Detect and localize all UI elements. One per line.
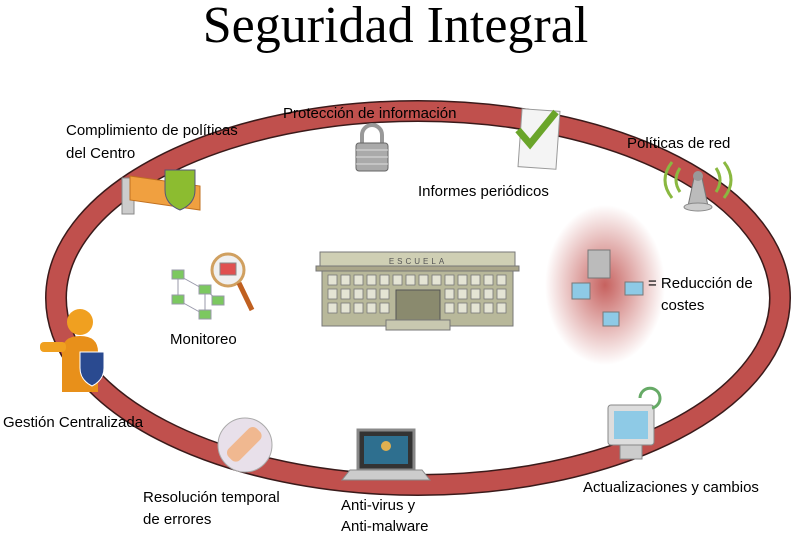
building-window [444,274,455,286]
building-window [470,274,481,286]
label-actualizaciones: Actualizaciones y cambios [583,479,759,496]
label-monitoreo: Monitoreo [170,331,237,348]
building-window [379,288,390,300]
school-building-icon: ESCUELA [315,251,520,331]
building-window [366,274,377,286]
building-window [444,288,455,300]
label-cumplimiento-2: del Centro [66,145,136,162]
building-window [327,288,338,300]
building-window [340,302,351,314]
diagram-title: Seguridad Integral [202,0,589,54]
label-reduccion-2: costes [661,297,705,314]
building-window [483,288,494,300]
building-window [418,274,429,286]
label-antivirus-1: Anti-virus y [341,497,416,514]
label-resolucion-1: Resolución temporal [143,489,280,506]
building-sign: ESCUELA [389,257,447,266]
building-window [483,302,494,314]
update-monitor-icon [607,386,662,460]
cost-glow [545,205,665,365]
building-window [353,302,364,314]
building-window [353,288,364,300]
label-reduccion-1: = Reducción de [648,275,753,292]
network-monitoring-icon [171,252,255,320]
building-window [340,274,351,286]
security-ring-fill [46,101,790,495]
barrier-shield-icon [121,169,201,215]
cost-network-icon [571,249,644,327]
building-window [444,302,455,314]
building-window [366,302,377,314]
antivirus-laptop-icon [340,428,432,481]
building-window [379,302,390,314]
building-window [457,288,468,300]
building-window [353,274,364,286]
building-window [327,274,338,286]
building-window [470,302,481,314]
label-cumplimiento-1: Complimiento de políticas [66,122,238,139]
building-window [496,302,507,314]
building-window [340,288,351,300]
building-window [379,274,390,286]
building-window [483,274,494,286]
label-politicas-red: Políticas de red [627,135,731,152]
repair-disc-icon [217,417,273,473]
building-window [392,274,403,286]
building-window [457,274,468,286]
building-window [431,274,442,286]
label-gestion: Gestión Centralizada [3,414,144,431]
building-window [366,288,377,300]
lock-icon [355,123,389,172]
building-window [496,288,507,300]
building-window [405,274,416,286]
label-informes: Informes periódicos [418,183,549,200]
user-shield-icon [40,309,105,392]
building-window [457,302,468,314]
wireless-antenna-icon [663,161,733,212]
label-antivirus-2: Anti-malware [341,518,429,535]
label-resolucion-2: de errores [143,511,212,528]
label-proteccion: Protección de información [283,105,457,122]
building-window [327,302,338,314]
report-checkmark-icon [515,108,561,170]
building-window [470,288,481,300]
building-window [496,274,507,286]
